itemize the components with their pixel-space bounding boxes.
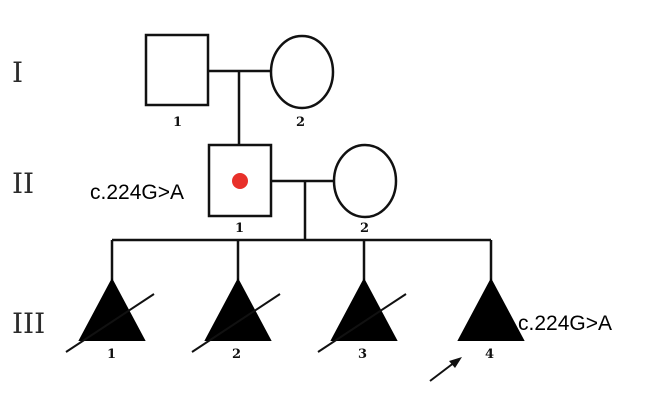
generation-label-III: III: [12, 307, 45, 340]
proband-arrow-icon: [429, 357, 462, 382]
individual-number-III-2: 2: [232, 347, 241, 362]
generation-label-I: I: [12, 56, 23, 89]
individual-III-4-pregnancy-loss-triangle: [457, 277, 525, 341]
individual-number-III-4: 4: [485, 347, 494, 362]
individual-I-2-female-circle: [269, 34, 335, 110]
individual-number-III-3: 3: [358, 347, 367, 362]
individual-III-1-pregnancy-loss-triangle: [78, 277, 146, 341]
individual-III-2-pregnancy-loss-triangle: [204, 277, 272, 341]
individual-number-II-2: 2: [360, 221, 369, 236]
deceased-slash-III-2: [191, 293, 281, 353]
individual-I-1-male-square: [144, 33, 210, 107]
carrier-dot: [232, 173, 248, 189]
individual-III-3-pregnancy-loss-triangle: [330, 277, 398, 341]
deceased-slash-III-1: [65, 293, 155, 353]
generation-label-II: II: [12, 167, 34, 200]
individual-II-2-female-circle: [332, 143, 398, 219]
variant-label-III-4: c.224G>A: [518, 312, 612, 335]
deceased-slash-III-3: [317, 293, 407, 353]
individual-number-II-1: 1: [235, 221, 244, 236]
individual-number-I-2: 2: [296, 115, 305, 130]
variant-label-II-1: c.224G>A: [90, 181, 184, 204]
individual-number-III-1: 1: [107, 347, 116, 362]
individual-number-I-1: 1: [173, 115, 182, 130]
